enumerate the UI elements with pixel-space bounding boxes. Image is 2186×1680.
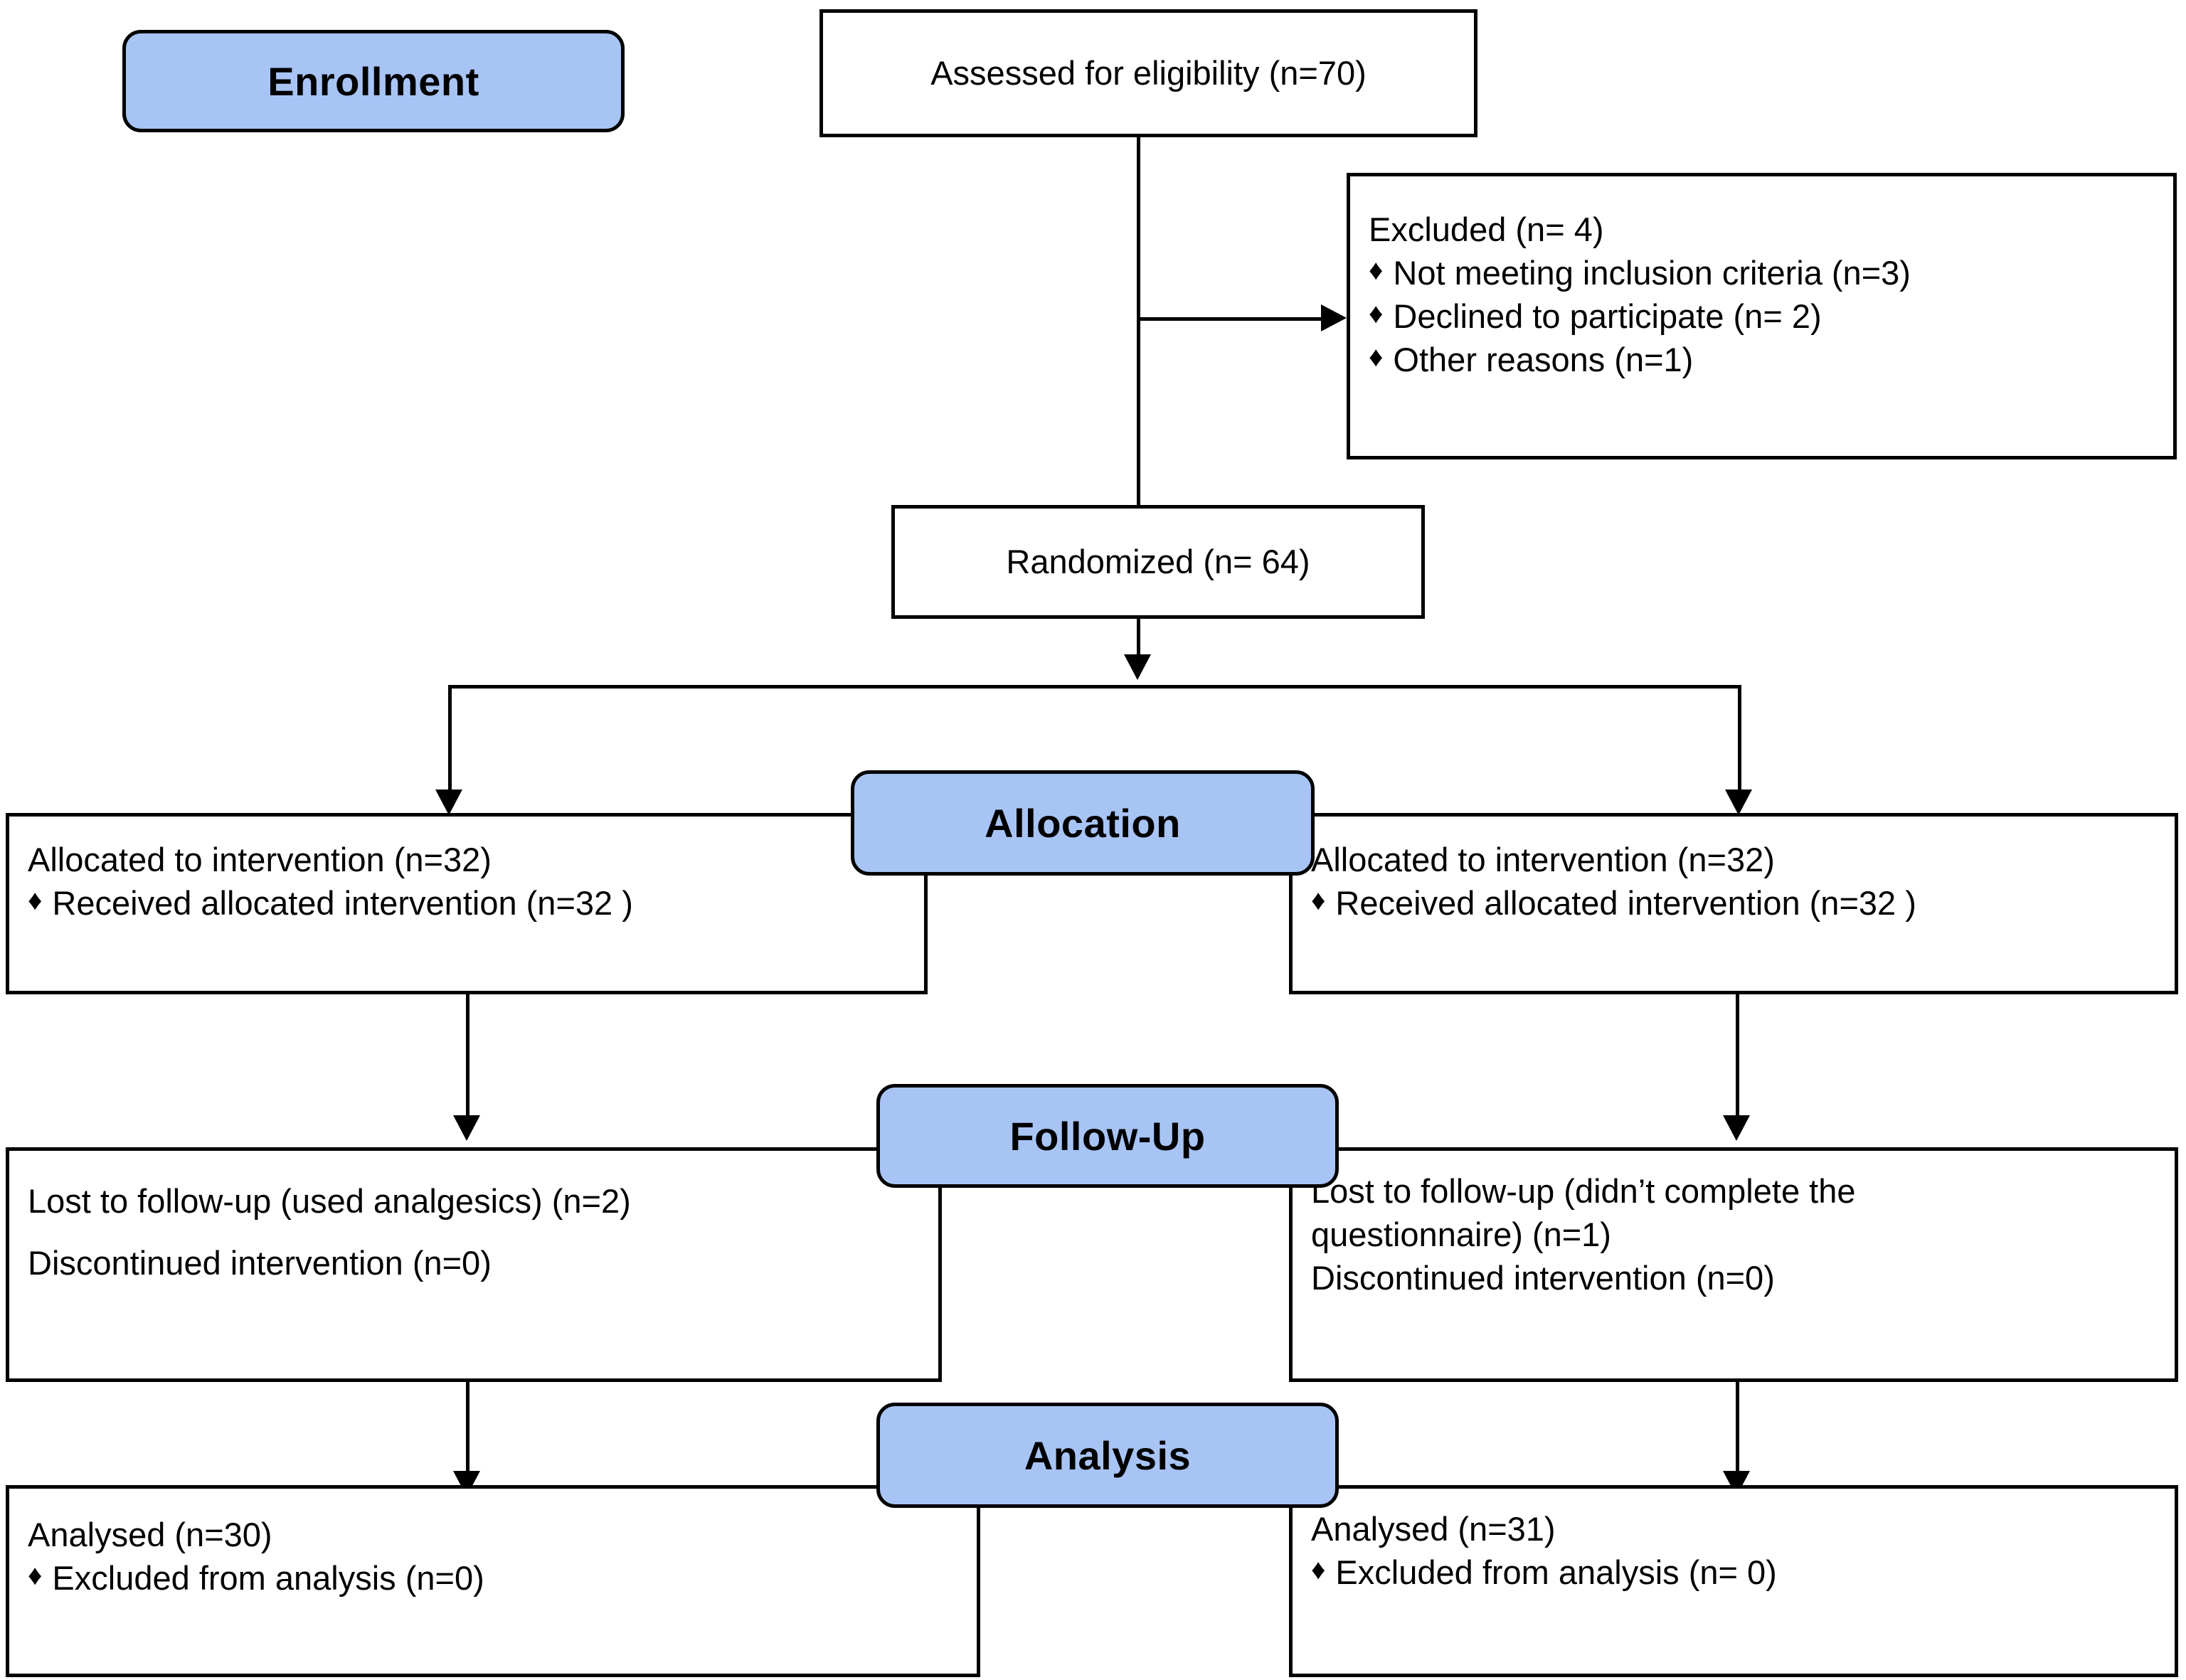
arrow-allocation-left-icon xyxy=(435,790,462,815)
allocation-right-item-0: ♦ Received allocated intervention (n=32 … xyxy=(1311,881,2156,925)
node-allocation-right: Allocated to intervention (n=32) ♦ Recei… xyxy=(1289,813,2178,994)
excluded-title: Excluded (n= 4) xyxy=(1369,211,1604,248)
node-analysis-right: Analysed (n=31) ♦ Excluded from analysis… xyxy=(1289,1485,2178,1677)
bullet-diamond-icon: ♦ xyxy=(28,1560,43,1592)
excluded-item-0: ♦ Not meeting inclusion criteria (n=3) xyxy=(1369,251,2155,294)
analysis-right-title: Analysed (n=31) xyxy=(1311,1510,1556,1548)
analysis-left-item-0: ♦ Excluded from analysis (n=0) xyxy=(28,1556,958,1600)
analysis-left-title: Analysed (n=30) xyxy=(28,1516,272,1553)
allocation-right-title: Allocated to intervention (n=32) xyxy=(1311,841,1775,878)
analysis-right-item-0-text: Excluded from analysis (n= 0) xyxy=(1335,1553,1777,1592)
allocation-right-item-0-text: Received allocated intervention (n=32 ) xyxy=(1335,884,1916,923)
connector-randomized-down xyxy=(1137,619,1140,658)
stage-label-enrollment: Enrollment xyxy=(122,30,625,132)
arrow-randomized-down-icon xyxy=(1124,654,1151,680)
node-followup-right: Lost to follow-up (didn’t complete the q… xyxy=(1289,1147,2178,1382)
followup-left-spacer xyxy=(28,1223,920,1241)
followup-right-line-3: Discontinued intervention (n=0) xyxy=(1311,1259,1775,1297)
excluded-item-1-text: Declined to participate (n= 2) xyxy=(1393,297,1822,336)
excluded-item-2: ♦ Other reasons (n=1) xyxy=(1369,338,2155,381)
node-allocation-left: Allocated to intervention (n=32) ♦ Recei… xyxy=(6,813,928,994)
excluded-item-1: ♦ Declined to participate (n= 2) xyxy=(1369,294,2155,338)
connector-alloc-right-to-followup xyxy=(1736,994,1739,1119)
followup-left-line-1: Lost to follow-up (used analgesics) (n=2… xyxy=(28,1182,631,1220)
node-followup-left: Lost to follow-up (used analgesics) (n=2… xyxy=(6,1147,942,1382)
connector-alloc-left-to-followup xyxy=(466,994,469,1119)
stage-label-analysis: Analysis xyxy=(876,1403,1339,1508)
arrow-allocation-right-icon xyxy=(1725,790,1752,815)
allocation-left-title: Allocated to intervention (n=32) xyxy=(28,841,492,878)
node-excluded-box: Excluded (n= 4) ♦ Not meeting inclusion … xyxy=(1347,173,2177,459)
allocation-left-item-0-text: Received allocated intervention (n=32 ) xyxy=(52,884,633,923)
stage-label-analysis-text: Analysis xyxy=(1024,1432,1192,1478)
stage-label-allocation: Allocation xyxy=(851,770,1315,876)
allocation-left-item-0: ♦ Received allocated intervention (n=32 … xyxy=(28,881,906,925)
connector-allocation-split-bar xyxy=(448,685,1741,689)
excluded-item-2-text: Other reasons (n=1) xyxy=(1393,341,1694,379)
assessed-text: Assessed for eligibility (n=70) xyxy=(930,54,1367,92)
bullet-diamond-icon: ♦ xyxy=(1369,255,1384,287)
connector-followup-right-to-analysis xyxy=(1736,1382,1739,1474)
followup-right-line-2: questionnaire) (n=1) xyxy=(1311,1216,1611,1254)
bullet-diamond-icon: ♦ xyxy=(1311,1554,1326,1586)
randomized-text: Randomized (n= 64) xyxy=(1006,543,1310,581)
stage-label-allocation-text: Allocation xyxy=(985,800,1181,846)
stage-label-follow-up: Follow-Up xyxy=(876,1084,1339,1188)
followup-right-line-1: Lost to follow-up (didn’t complete the xyxy=(1311,1172,1856,1210)
connector-followup-left-to-analysis xyxy=(466,1382,469,1474)
bullet-diamond-icon: ♦ xyxy=(1369,298,1384,330)
bullet-diamond-icon: ♦ xyxy=(28,885,43,917)
arrow-to-excluded-icon xyxy=(1321,304,1347,331)
analysis-right-item-0: ♦ Excluded from analysis (n= 0) xyxy=(1311,1551,2156,1594)
connector-to-excluded xyxy=(1137,317,1323,321)
connector-split-left-drop xyxy=(448,685,452,793)
analysis-left-item-0-text: Excluded from analysis (n=0) xyxy=(52,1559,484,1597)
arrow-followup-right-icon xyxy=(1723,1115,1750,1141)
stage-label-enrollment-text: Enrollment xyxy=(267,58,479,104)
followup-left-line-2: Discontinued intervention (n=0) xyxy=(28,1244,492,1282)
node-assessed-for-eligibility: Assessed for eligibility (n=70) xyxy=(819,9,1477,137)
connector-assessed-to-randomized xyxy=(1137,137,1140,509)
bullet-diamond-icon: ♦ xyxy=(1369,341,1384,373)
node-randomized: Randomized (n= 64) xyxy=(891,505,1425,619)
bullet-diamond-icon: ♦ xyxy=(1311,885,1326,917)
arrow-followup-left-icon xyxy=(453,1115,480,1141)
connector-split-right-drop xyxy=(1738,685,1741,793)
excluded-item-0-text: Not meeting inclusion criteria (n=3) xyxy=(1393,254,1911,292)
stage-label-follow-up-text: Follow-Up xyxy=(1009,1113,1206,1159)
node-analysis-left: Analysed (n=30) ♦ Excluded from analysis… xyxy=(6,1485,980,1677)
